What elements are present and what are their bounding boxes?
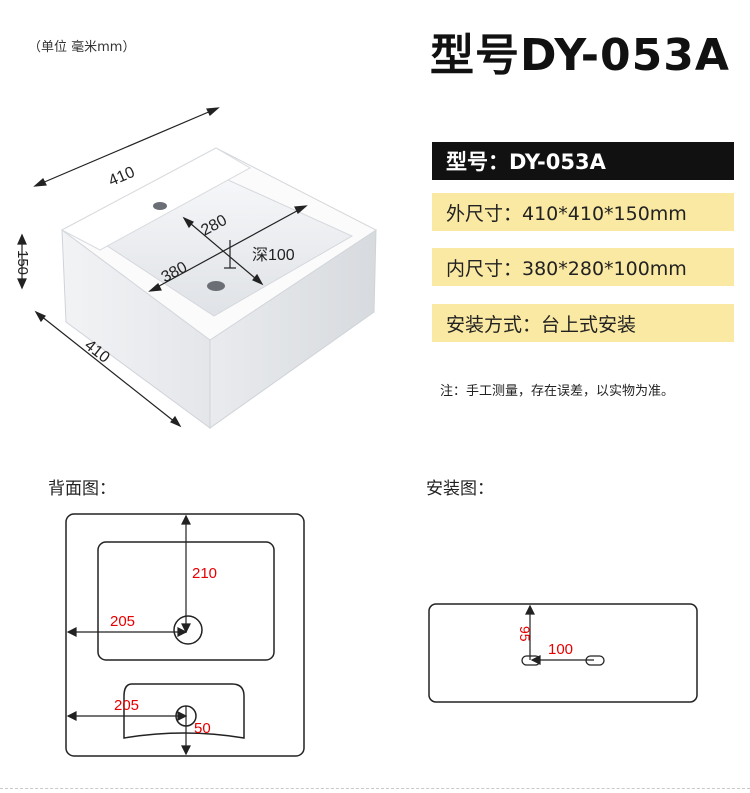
spec-header-bar: 型号：DY-053A — [432, 142, 734, 180]
drain-hole — [207, 281, 225, 291]
back-view-outline — [65, 513, 305, 757]
spec-install-method: 安装方式：台上式安装 — [432, 304, 734, 342]
install-view-drawing: 95 100 — [428, 603, 698, 703]
back-view-drawing: 210 205 205 50 — [65, 513, 305, 757]
dim-top-width-label: 410 — [106, 164, 137, 190]
back-view-drain — [173, 615, 203, 645]
dim-50-label: 50 — [194, 720, 211, 737]
basin-product-drawing: 410 410 150 280 380 深100 — [14, 107, 377, 429]
dim-height — [17, 233, 27, 290]
dim-95-arrow — [525, 604, 535, 660]
dim-inner-width — [182, 216, 264, 286]
dim-205-upper-label: 205 — [110, 613, 135, 630]
basin-tap-deck — [60, 147, 252, 251]
dim-210-arrow — [181, 514, 191, 634]
dim-100-arrow — [530, 655, 594, 665]
back-view-pedestal — [123, 683, 245, 739]
model-title: 型号DY-053A — [430, 30, 730, 81]
install-view-outline — [428, 603, 698, 703]
dim-top-width — [33, 107, 220, 187]
install-view-label: 安装图： — [426, 479, 494, 499]
back-view-label: 背面图： — [48, 479, 116, 499]
dim-100-label: 100 — [548, 641, 573, 658]
tap-hole — [153, 202, 167, 210]
bottom-divider — [0, 788, 750, 789]
dim-inner-depth — [224, 240, 236, 269]
dim-inner-depth-label: 深100 — [252, 246, 295, 264]
spec-outer-size: 外尺寸：410*410*150mm — [432, 193, 734, 231]
dim-210-label: 210 — [192, 565, 217, 582]
unit-note: （单位 毫米mm） — [28, 40, 136, 55]
dim-205-upper-arrow — [66, 627, 188, 637]
dim-205-lower-label: 205 — [114, 697, 139, 714]
dim-205-lower-arrow — [66, 711, 188, 721]
measurement-note: 注：手工测量，存在误差，以实物为准。 — [440, 384, 675, 399]
dim-95-label: 95 — [517, 626, 533, 642]
dim-50-arrow — [181, 706, 191, 756]
dim-side-depth — [34, 310, 182, 428]
dim-inner-length — [148, 205, 308, 292]
dim-height-label: 150 — [14, 250, 31, 275]
spec-inner-size: 内尺寸：380*280*100mm — [432, 248, 734, 286]
